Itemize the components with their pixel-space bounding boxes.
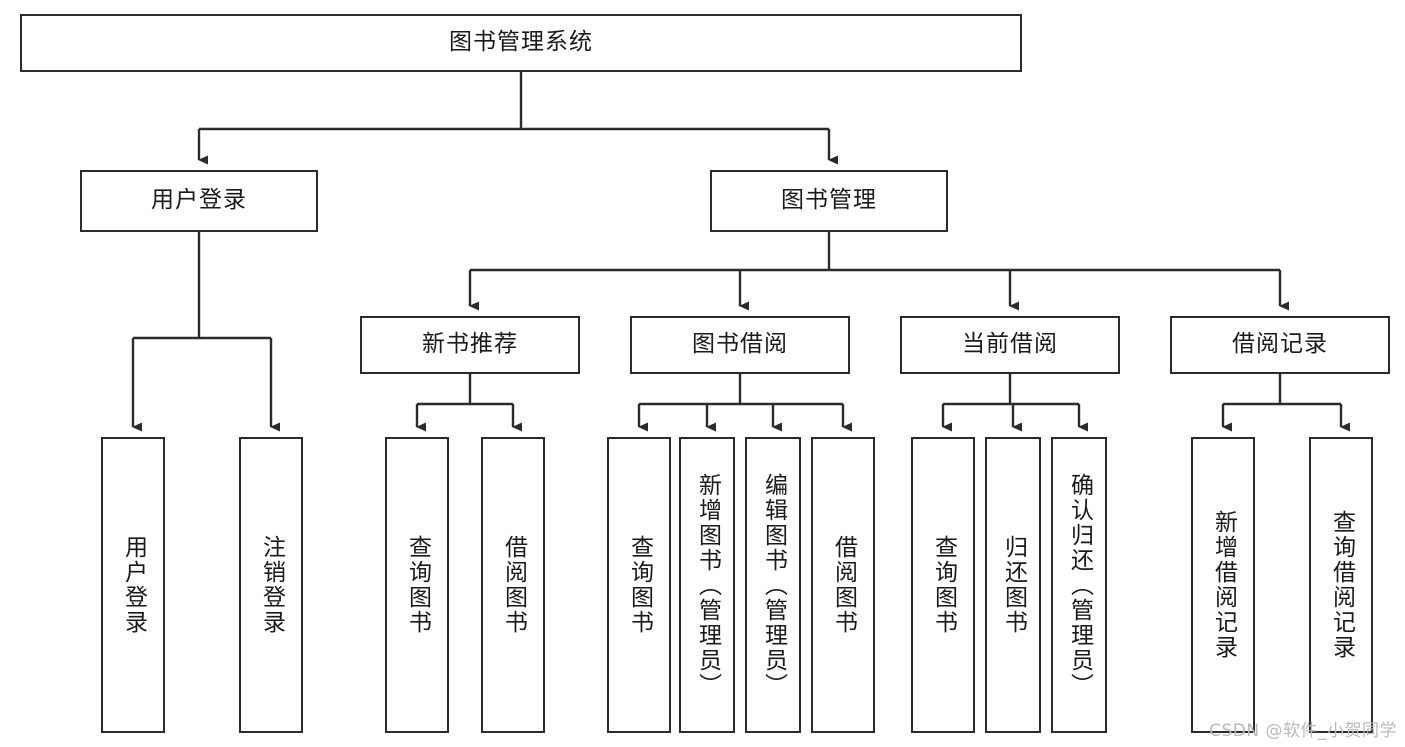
- node-leaf-confirm-return-label: 确认归还（管理员）: [1066, 472, 1093, 698]
- node-leaf-user-logout-label: 注销登录: [258, 535, 285, 635]
- node-leaf-add-borrow-record-label: 新增借阅记录: [1210, 510, 1237, 660]
- node-book-borrow[interactable]: 图书借阅: [630, 316, 850, 374]
- node-leaf-confirm-return[interactable]: 确认归还（管理员）: [1051, 437, 1107, 733]
- node-leaf-borrow-book[interactable]: 借阅图书: [811, 437, 875, 733]
- node-leaf-user-login-label: 用户登录: [120, 535, 147, 635]
- node-leaf-add-book[interactable]: 新增图书（管理员）: [679, 437, 735, 733]
- node-leaf-query-borrow-record-label: 查询借阅记录: [1328, 510, 1355, 660]
- node-leaf-return-book[interactable]: 归还图书: [985, 437, 1041, 733]
- node-leaf-borrow-book-recommend-label: 借阅图书: [500, 535, 527, 635]
- node-current-borrow[interactable]: 当前借阅: [900, 316, 1120, 374]
- node-leaf-query-borrow-record[interactable]: 查询借阅记录: [1309, 437, 1373, 733]
- node-book-manage-label: 图书管理: [781, 187, 877, 214]
- node-book-borrow-label: 图书借阅: [692, 331, 788, 358]
- node-root[interactable]: 图书管理系统: [20, 14, 1022, 72]
- node-leaf-user-login[interactable]: 用户登录: [101, 437, 165, 733]
- node-leaf-query-book-recommend-label: 查询图书: [404, 535, 431, 635]
- node-new-book-recommend[interactable]: 新书推荐: [360, 316, 580, 374]
- node-borrow-record[interactable]: 借阅记录: [1170, 316, 1390, 374]
- node-leaf-borrow-book-recommend[interactable]: 借阅图书: [481, 437, 545, 733]
- node-leaf-query-book-borrow-label: 查询图书: [626, 535, 653, 635]
- node-borrow-record-label: 借阅记录: [1232, 331, 1328, 358]
- node-leaf-edit-book-label: 编辑图书（管理员）: [760, 472, 787, 698]
- node-leaf-user-logout[interactable]: 注销登录: [239, 437, 303, 733]
- node-leaf-add-book-label: 新增图书（管理员）: [694, 472, 721, 698]
- node-leaf-edit-book[interactable]: 编辑图书（管理员）: [745, 437, 801, 733]
- node-leaf-return-book-label: 归还图书: [1000, 535, 1027, 635]
- node-leaf-borrow-book-label: 借阅图书: [830, 535, 857, 635]
- node-book-manage[interactable]: 图书管理: [710, 170, 948, 232]
- watermark-text: CSDN @软件_小贺同学: [1209, 721, 1397, 741]
- node-user-login-label: 用户登录: [151, 187, 247, 214]
- node-current-borrow-label: 当前借阅: [962, 331, 1058, 358]
- node-leaf-add-borrow-record[interactable]: 新增借阅记录: [1191, 437, 1255, 733]
- node-leaf-query-book-recommend[interactable]: 查询图书: [385, 437, 449, 733]
- node-leaf-query-book-current[interactable]: 查询图书: [911, 437, 975, 733]
- node-user-login[interactable]: 用户登录: [80, 170, 318, 232]
- node-leaf-query-book-borrow[interactable]: 查询图书: [607, 437, 671, 733]
- node-root-label: 图书管理系统: [449, 29, 593, 56]
- node-leaf-query-book-current-label: 查询图书: [930, 535, 957, 635]
- node-new-book-recommend-label: 新书推荐: [422, 331, 518, 358]
